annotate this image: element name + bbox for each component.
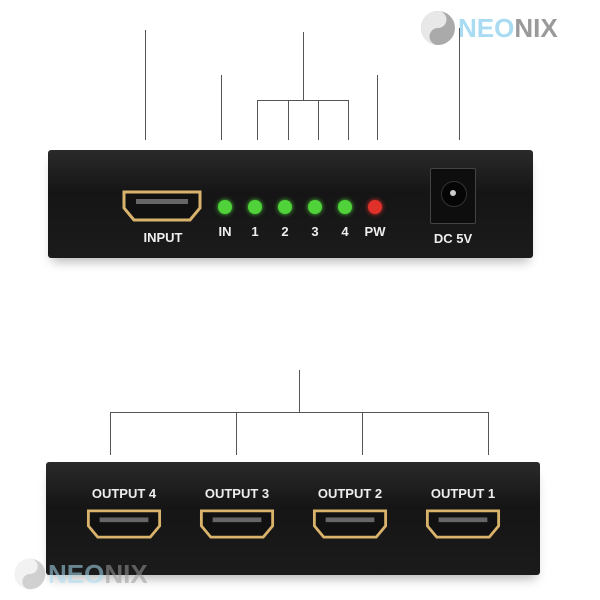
led-in: [218, 200, 232, 214]
power-label: DC 5V: [433, 231, 473, 246]
callout-line: [459, 28, 460, 140]
back-panel: OUTPUT 4 OUTPUT 3 OUTPUT 2 OUTPUT 1: [46, 462, 540, 575]
led-1: [248, 200, 262, 214]
led-4: [338, 200, 352, 214]
output-label: OUTPUT 1: [430, 486, 496, 501]
callout-line: [377, 75, 378, 140]
callout-line: [299, 370, 300, 412]
front-panel: INPUT IN 1 2 3 4 PW DC 5V: [48, 150, 533, 258]
callout-line: [362, 412, 363, 455]
hdmi-input-port: [122, 190, 202, 222]
callout-line: [110, 412, 489, 413]
led-2: [278, 200, 292, 214]
output-label: OUTPUT 3: [204, 486, 270, 501]
led-3: [308, 200, 322, 214]
led-label: 4: [341, 224, 349, 239]
led-label: 1: [251, 224, 259, 239]
brand-name-a: NEO: [48, 558, 105, 589]
callout-line: [236, 412, 237, 455]
led-label: PW: [364, 224, 386, 239]
callout-line: [257, 100, 258, 140]
led-pw: [368, 200, 382, 214]
callout-line: [318, 100, 319, 140]
led-label: 3: [311, 224, 319, 239]
hdmi-output-port: [312, 509, 388, 539]
brand-name-a: NEO: [458, 12, 515, 43]
callout-line: [221, 75, 222, 140]
hdmi-output-port: [199, 509, 275, 539]
input-label: INPUT: [143, 230, 183, 245]
led-label: IN: [218, 224, 232, 239]
callout-line: [288, 100, 289, 140]
callout-line: [257, 100, 349, 101]
dc-power-jack: [430, 168, 476, 224]
output-label: OUTPUT 4: [91, 486, 157, 501]
swirl-icon: [14, 558, 46, 590]
brand-name-b: NIX: [104, 558, 148, 589]
callout-line: [488, 412, 489, 455]
callout-line: [145, 30, 146, 140]
led-label: 2: [281, 224, 289, 239]
callout-line: [110, 412, 111, 455]
hdmi-output-port: [86, 509, 162, 539]
hdmi-output-port: [425, 509, 501, 539]
output-label: OUTPUT 2: [317, 486, 383, 501]
callout-line: [303, 32, 304, 100]
brand-name-b: NIX: [514, 12, 558, 43]
callout-line: [348, 100, 349, 140]
swirl-icon: [421, 11, 455, 45]
